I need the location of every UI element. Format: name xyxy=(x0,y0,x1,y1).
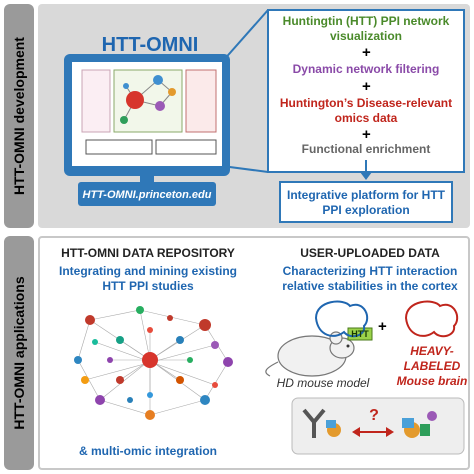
data-repository-subtitle: Integrating and mining existing HTT PPI … xyxy=(58,264,237,293)
data-repository-title: HTT-OMNI DATA REPOSITORY xyxy=(61,246,235,260)
feature-omics-data: Huntington’s Disease-relevant omics data xyxy=(279,96,453,125)
app-url[interactable]: HTT-OMNI.princeton.edu xyxy=(82,189,212,201)
mouse-model-label: HD mouse model xyxy=(276,376,370,390)
development-band: HTT-OMNI development xyxy=(4,4,34,228)
app-title: HTT-OMNI xyxy=(101,34,199,56)
user-data-subtitle: Characterizing HTT interaction relative … xyxy=(282,264,458,293)
heavy-brain-icon xyxy=(404,300,459,338)
brain-icon xyxy=(314,300,369,338)
plus-2: + xyxy=(362,78,371,95)
feature-network-filtering: Dynamic network filtering xyxy=(292,62,440,76)
plus-1: + xyxy=(362,44,371,61)
heavy-labeled-label: HEAVY-LABELED Mouse brain xyxy=(396,344,468,388)
feature-functional-enrichment: Functional enrichment xyxy=(301,142,431,156)
applications-band: HTT-OMNI applications xyxy=(4,236,34,470)
multiomic-footer: & multi-omic integration xyxy=(79,444,217,458)
platform-label: Integrative platform for HTT PPI explora… xyxy=(286,188,445,217)
plus-3: + xyxy=(362,126,371,143)
feature-ppi-visualization: Huntingtin (HTT) PPI network visualizati… xyxy=(282,14,450,43)
plus-4: + xyxy=(378,318,387,335)
question-mark: ? xyxy=(369,407,379,424)
mouse-icon xyxy=(265,331,355,377)
monitor-icon xyxy=(64,54,230,206)
htt-tag-label: HTT xyxy=(351,329,369,339)
user-data-title: USER-UPLOADED DATA xyxy=(300,246,440,260)
